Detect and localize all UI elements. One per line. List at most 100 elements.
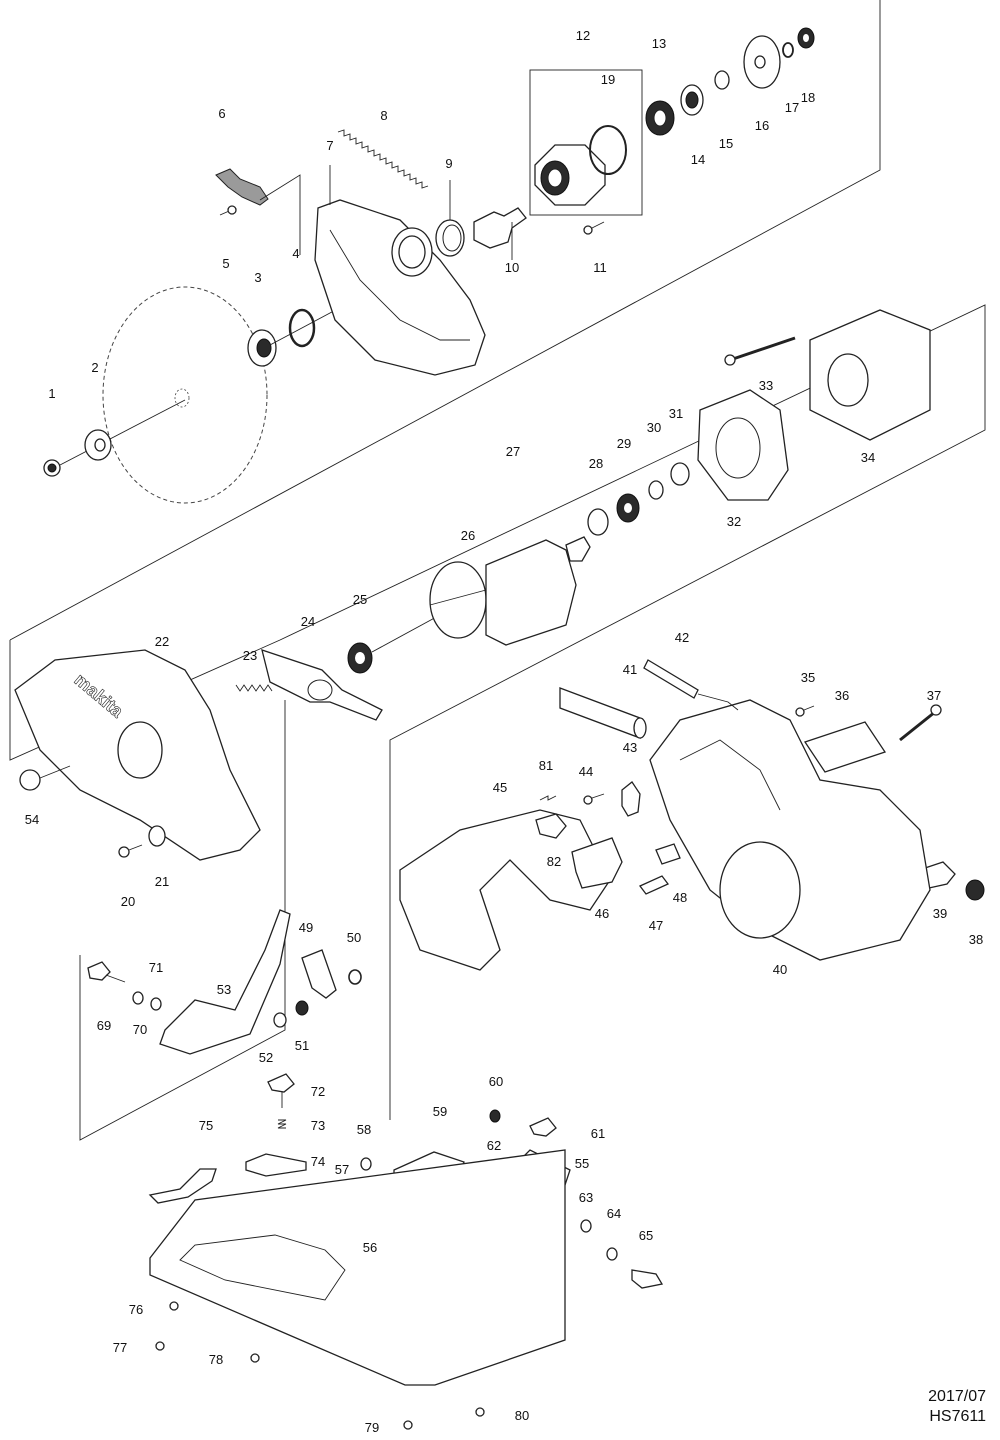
- part-label-37: 37: [927, 688, 941, 703]
- part-label-59: 59: [433, 1104, 447, 1119]
- flat-washer-part-30: [648, 480, 664, 500]
- part-label-7: 7: [326, 138, 333, 153]
- hex-bolt-part-1: [43, 399, 186, 477]
- spindle-part-10: [473, 207, 527, 260]
- flat-washer-part-64: [606, 1247, 618, 1261]
- flat-washer-part-63: [580, 1219, 592, 1233]
- hex-nut-part-51: [295, 1000, 309, 1016]
- part-label-65: 65: [639, 1228, 653, 1243]
- part-label-47: 47: [649, 918, 663, 933]
- tension-spring-part-8: [337, 129, 429, 189]
- part-label-6: 6: [218, 106, 225, 121]
- wing-bolt-part-61: [529, 1117, 557, 1137]
- part-label-73: 73: [311, 1118, 325, 1133]
- part-label-25: 25: [353, 592, 367, 607]
- helical-gear-part-16: [743, 35, 781, 89]
- spring-part-73: [277, 1119, 287, 1129]
- part-label-56: 56: [363, 1240, 377, 1255]
- part-label-14: 14: [691, 152, 705, 167]
- part-label-30: 30: [647, 420, 661, 435]
- part-label-3: 3: [254, 270, 261, 285]
- part-label-36: 36: [835, 688, 849, 703]
- part-label-70: 70: [133, 1022, 147, 1037]
- switch-lever-part-43: [621, 781, 641, 817]
- part-label-10: 10: [505, 260, 519, 275]
- part-label-42: 42: [675, 630, 689, 645]
- part-label-9: 9: [445, 156, 452, 171]
- part-label-69: 69: [97, 1018, 111, 1033]
- cap-part-38: [965, 879, 985, 901]
- bearing-retainer-part-14: [680, 84, 704, 116]
- flat-washer-part-71: [150, 997, 162, 1011]
- insulation-washer-part-28: [587, 508, 609, 536]
- lock-lever-part-6: [215, 168, 301, 255]
- ball-bearing-part-25: [347, 614, 441, 674]
- part-label-23: 23: [243, 648, 257, 663]
- screw-part-37: [899, 704, 942, 742]
- part-label-39: 39: [933, 906, 947, 921]
- part-label-48: 48: [673, 890, 687, 905]
- bolt-part-54: [19, 765, 71, 791]
- part-label-35: 35: [801, 670, 815, 685]
- retaining-ring-part-17: [782, 42, 794, 58]
- part-label-34: 34: [861, 450, 875, 465]
- noise-suppressor-part-42: [643, 659, 739, 711]
- part-label-51: 51: [295, 1038, 309, 1053]
- part-label-1: 1: [48, 386, 55, 401]
- part-label-61: 61: [591, 1126, 605, 1141]
- ring-part-9: [435, 180, 465, 257]
- part-label-72: 72: [311, 1084, 325, 1099]
- part-label-49: 49: [299, 920, 313, 935]
- screw-part-76: [169, 1301, 179, 1311]
- flat-washer-part-52: [273, 1012, 287, 1028]
- handle-pipe-part-41: [559, 687, 647, 739]
- saw-blade: [102, 286, 268, 504]
- screw-part-5: [219, 205, 237, 216]
- model-number: HS7611: [929, 1408, 986, 1425]
- part-label-38: 38: [969, 932, 983, 947]
- retaining-ring-part-4: [288, 308, 316, 348]
- part-label-29: 29: [617, 436, 631, 451]
- part-label-82: 82: [547, 854, 561, 869]
- screw-part-78: [250, 1353, 260, 1363]
- part-label-26: 26: [461, 528, 475, 543]
- switch-part-46: [571, 837, 623, 889]
- bearing-box-part-12: [534, 144, 606, 206]
- part-label-63: 63: [579, 1190, 593, 1205]
- part-label-11: 11: [593, 260, 607, 275]
- part-label-62: 62: [487, 1138, 501, 1153]
- outer-flange-part-2: [84, 429, 112, 461]
- bevel-stopper-part-49: [301, 949, 337, 999]
- hex-nut-part-60: [489, 1109, 501, 1123]
- group-frames: [9, 0, 986, 1141]
- part-label-43: 43: [623, 740, 637, 755]
- spring-part-81: [539, 795, 557, 801]
- part-label-31: 31: [669, 406, 683, 421]
- safety-cover-part-7: [314, 165, 486, 376]
- bevel-plate-part-53: [159, 909, 291, 1055]
- part-label-5: 5: [222, 256, 229, 271]
- lock-button-part-47: [638, 875, 670, 895]
- part-label-32: 32: [727, 514, 741, 529]
- part-label-2: 2: [91, 360, 98, 375]
- retaining-ring-part-50: [348, 969, 362, 985]
- part-label-55: 55: [575, 1156, 589, 1171]
- part-label-40: 40: [773, 962, 787, 977]
- part-label-71: 71: [149, 960, 163, 975]
- wing-bolt-part-72: [267, 1073, 295, 1108]
- part-label-15: 15: [719, 136, 733, 151]
- collar-part-21: [148, 825, 166, 847]
- screw-part-80: [475, 1407, 485, 1417]
- ball-bearing-part-29: [616, 493, 640, 523]
- part-label-77: 77: [113, 1340, 127, 1355]
- screw-part-44: [583, 793, 605, 805]
- pin-part-58: [360, 1157, 372, 1171]
- part-label-53: 53: [217, 982, 231, 997]
- part-label-16: 16: [755, 118, 769, 133]
- link-plate-part-75: [148, 1168, 217, 1204]
- part-label-54: 54: [25, 812, 39, 827]
- name-plate-part-36: [803, 721, 887, 773]
- collar-part-15: [714, 70, 730, 90]
